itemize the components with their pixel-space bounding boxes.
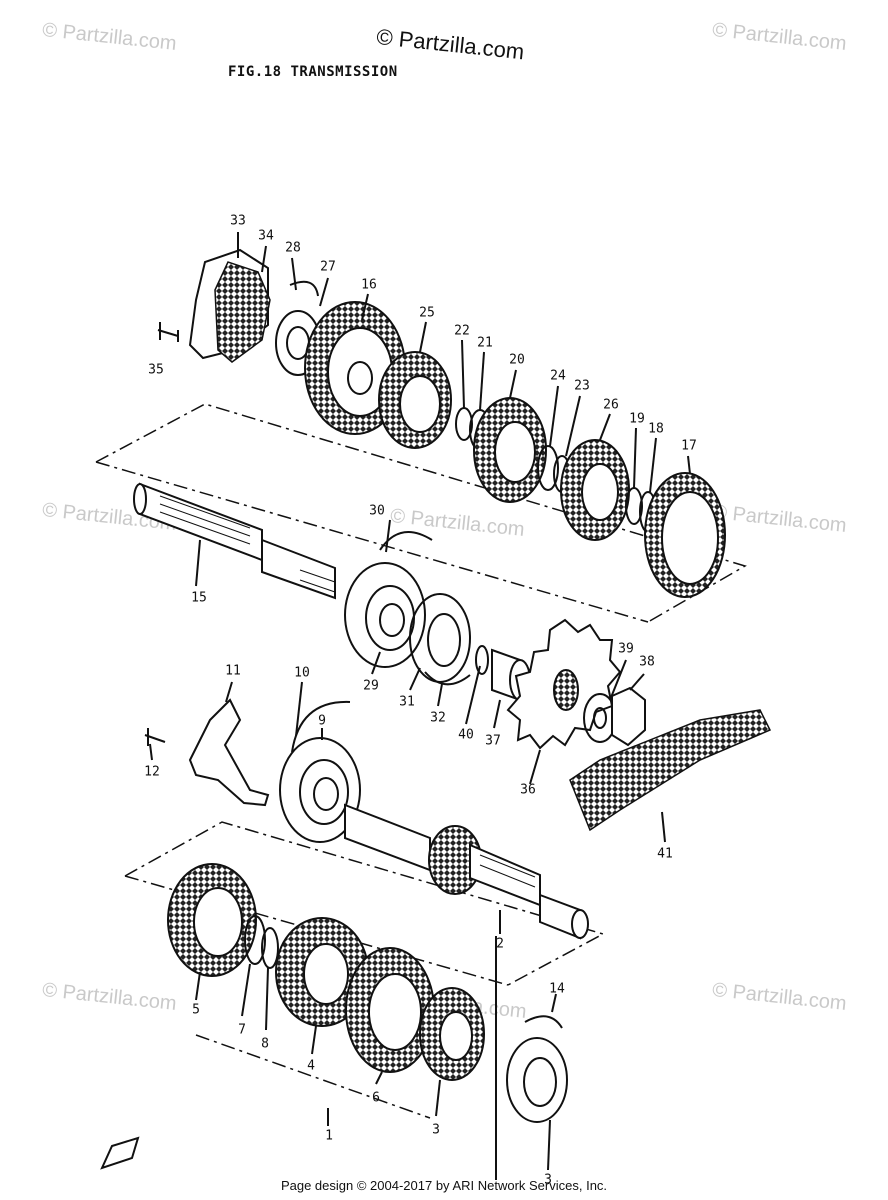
callout-label: 12 — [144, 764, 160, 780]
callout-label: 38 — [639, 654, 655, 670]
callout-label: 17 — [681, 438, 697, 454]
callout-label: 26 — [603, 397, 619, 413]
callout-label: 40 — [458, 727, 474, 743]
callout-label: 4 — [307, 1058, 315, 1074]
callout-label: 3 — [544, 1172, 552, 1188]
callout-label: 32 — [430, 710, 446, 726]
callout-label: 28 — [285, 240, 301, 256]
footer-credit: Page design © 2004-2017 by ARI Network S… — [280, 1178, 608, 1193]
callout-label: 2 — [496, 936, 504, 952]
callout-label: 14 — [549, 981, 565, 997]
callout-label: 20 — [509, 352, 525, 368]
callout-label: 39 — [618, 641, 634, 657]
callout-label: 18 — [648, 421, 664, 437]
callout-label: 37 — [485, 733, 501, 749]
callout-label: 19 — [629, 411, 645, 427]
callout-label: 16 — [361, 277, 377, 293]
callout-label: 36 — [520, 782, 536, 798]
callout-label: 33 — [230, 213, 246, 229]
callout-label: 11 — [225, 663, 241, 679]
callout-label: 31 — [399, 694, 415, 710]
callout-label: 9 — [318, 713, 326, 729]
callout-label: 15 — [191, 590, 207, 606]
callout-label: 30 — [369, 503, 385, 519]
callout-label: 3 — [432, 1122, 440, 1138]
callout-label: 34 — [258, 228, 274, 244]
callout-label: 21 — [477, 335, 493, 351]
callout-label: 1 — [325, 1128, 333, 1144]
callout-label: 24 — [550, 368, 566, 384]
callout-label: 27 — [320, 259, 336, 275]
figure-title: FIG.18 TRANSMISSION — [228, 64, 398, 80]
callout-label: 6 — [372, 1090, 380, 1106]
callout-label: 10 — [294, 665, 310, 681]
callout-label: 22 — [454, 323, 470, 339]
callout-label: 29 — [363, 678, 379, 694]
callout-label: 41 — [657, 846, 673, 862]
callout-label: 5 — [192, 1002, 200, 1018]
callout-label: 25 — [419, 305, 435, 321]
callout-label: 7 — [238, 1022, 246, 1038]
callout-label: 35 — [148, 362, 164, 378]
callout-label: 23 — [574, 378, 590, 394]
callout-label: 8 — [261, 1036, 269, 1052]
